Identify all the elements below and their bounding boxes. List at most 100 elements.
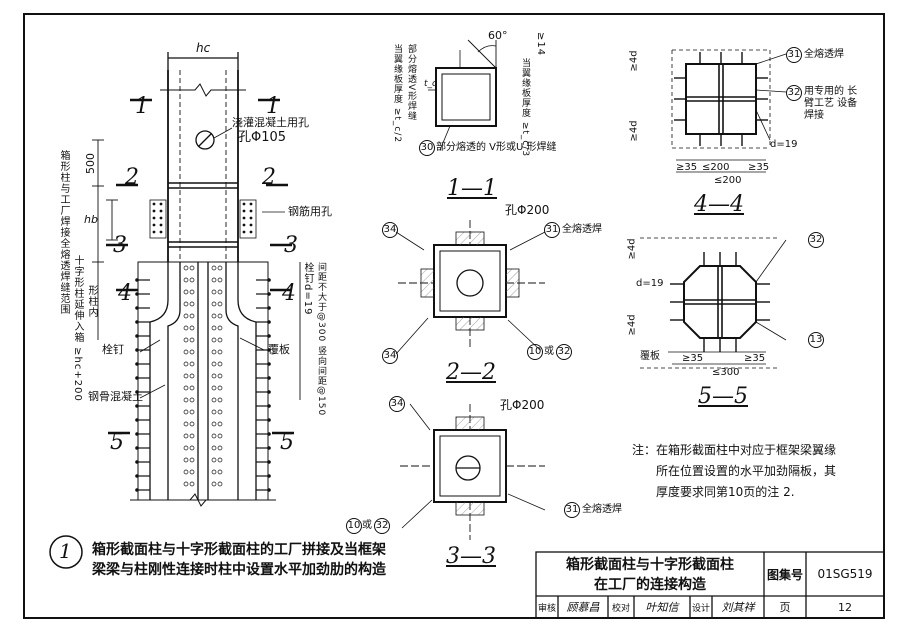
s11-note-a: 当翼缘板厚度 ≥t_c/2 (392, 44, 402, 144)
s44-ref-31: 31 (786, 47, 802, 63)
s44-full-weld-label: 全熔透焊 (804, 49, 844, 60)
stud-pattern (135, 202, 271, 492)
dim-500-label: 500 (84, 153, 97, 174)
s55-cover-label: 覆板 (640, 351, 660, 362)
section-mark-2-left: 2 (125, 165, 139, 190)
pour-hole-label: 浇灌混凝土用孔 (232, 116, 309, 129)
s22-hole-label: 孔Φ200 (505, 203, 550, 217)
review-label: 审核 (537, 603, 556, 614)
angle-60-label: 60° (488, 29, 508, 42)
elevation-view (92, 52, 301, 507)
section-5-5-title: 5—5 (698, 384, 748, 409)
s55-ge35-right: ≥35 (744, 353, 766, 364)
s22-ref-32: 32 (556, 344, 572, 360)
tc-label: t_c (424, 79, 437, 89)
s44-le200-outer: ≤200 (714, 175, 742, 186)
sheet-border (23, 13, 885, 619)
hc-dimension-label: hc (196, 41, 211, 55)
stud-d19-note: 栓钉d=19 (302, 262, 313, 316)
section-4-4 (671, 49, 787, 173)
s44-ref-32: 32 (786, 85, 802, 101)
detail-number-circle (49, 535, 83, 569)
s33-hole-label: 孔Φ200 (500, 398, 545, 412)
vertical-note-extend: 十字形柱延伸入箱 ≥hc+200 (72, 255, 83, 402)
s55-ge4d-bottom: ≥4d (626, 314, 638, 336)
s33-ref-34: 34 (389, 396, 405, 412)
section-1-1 (428, 39, 497, 151)
s33-full-weld-label: 全熔透焊 (582, 504, 622, 515)
s44-ge35-right: ≥35 (748, 162, 770, 173)
section-2-2-title: 2—2 (446, 360, 496, 385)
hb-dimension-label: hb (84, 213, 98, 226)
title-line-1: 箱形截面柱与十字形截面柱 (566, 557, 734, 573)
section-mark-5-right: 5 (280, 430, 294, 455)
page-number: 12 (838, 600, 852, 614)
stud-pattern-4-4 (674, 52, 768, 146)
stud-label: 栓钉 (102, 343, 124, 356)
section-1-1-title: 1—1 (447, 176, 497, 201)
s33-ref-10: 10 (346, 518, 362, 534)
s22-full-weld-label: 全熔透焊 (562, 224, 602, 235)
s33-ref-32: 32 (374, 518, 390, 534)
s11-note-c: 当翼缘板厚度 ≥t_c/3 (520, 58, 530, 158)
section-mark-4-left: 4 (118, 281, 132, 306)
checker-name: 叶知信 (645, 601, 679, 614)
section-mark-5-left: 5 (110, 430, 124, 455)
atlas-no-label: 图集号 (766, 567, 803, 582)
title-line-2: 在工厂的连接构造 (594, 577, 706, 593)
section-mark-3-left: 3 (113, 233, 127, 258)
s44-d19-label: d=19 (770, 139, 798, 150)
detail-number: 1 (59, 539, 72, 563)
s11-note-b: 部分熔透V形焊缝 (406, 44, 416, 122)
note-line-1: 注：在箱形截面柱中对应于框架梁翼缘 (632, 443, 837, 457)
section-3-3-title: 3—3 (446, 544, 496, 569)
section-mark-1-right: 1 (266, 94, 280, 119)
s44-ge35-left: ≥35 (676, 162, 698, 173)
vertical-note-inside: 形柱内 (86, 285, 97, 318)
section-mark-1-left: 1 (135, 94, 149, 119)
caption-line-1: 箱形截面柱与十字形截面柱的工厂拼接及当框架 (92, 542, 386, 558)
section-2-2 (395, 220, 546, 355)
caption-line-2: 梁梁与柱刚性连接时柱中设置水平加劲肋的构造 (92, 562, 386, 578)
reviewer-name: 顾慕昌 (566, 601, 600, 614)
s22-ref-31: 31 (544, 222, 560, 238)
ref-30-text: 部分熔透的 V形或U 形焊缝 (436, 142, 557, 153)
s44-le200-inner: ≤200 (702, 162, 730, 173)
note-line-2: 所在位置设置的水平加劲隔板，其 (656, 464, 837, 478)
cover-plate-label: 覆板 (268, 343, 290, 356)
note-line-3: 厚度要求同第10页的注 2. (656, 485, 795, 499)
section-5-5 (640, 237, 787, 369)
s55-ge35-left: ≥35 (682, 353, 704, 364)
steel-concrete-label: 钢骨混凝土 (88, 390, 143, 403)
dim-ge14-label: ≥14 (535, 32, 546, 57)
s22-ref-34-top: 34 (382, 222, 398, 238)
designer-name: 刘其祥 (721, 601, 755, 614)
s55-ge4d-top: ≥4d (626, 238, 638, 260)
s22-ref-10: 10 (527, 344, 543, 360)
s55-d19-label: d=19 (636, 278, 664, 289)
s22-ref-34-bottom: 34 (382, 348, 398, 364)
s55-le300-label: ≤300 (712, 367, 740, 378)
vertical-note-weld-range: 箱形柱与工厂焊接全熔透焊缝范围 (58, 150, 69, 315)
s55-ref-32: 32 (808, 232, 824, 248)
ref-30-marker: 30 (419, 140, 435, 156)
s44-ge4d-top: ≥4d (628, 50, 640, 72)
s33-ref-31: 31 (564, 502, 580, 518)
section-4-4-title: 4—4 (694, 192, 744, 217)
s22-or: 或 (544, 346, 554, 357)
section-mark-3-right: 3 (284, 233, 298, 258)
stud-pattern-5-5 (670, 252, 770, 352)
s33-or: 或 (362, 520, 372, 531)
page-label: 页 (779, 601, 791, 614)
hole-105-label: 孔Φ105 (238, 130, 287, 145)
section-mark-4-right: 4 (282, 281, 296, 306)
stud-pitch-note: 间距不大于@300 竖向间距@150 (316, 262, 326, 417)
section-3-3 (400, 403, 546, 540)
design-label: 设计 (691, 603, 710, 614)
s55-ref-13: 13 (808, 332, 824, 348)
s44-long-arm-note: 用专用的 长臂工艺 设备焊接 (804, 86, 858, 121)
title-block-lines (535, 551, 885, 619)
bolt-hole-label: 钢筋用孔 (288, 205, 332, 218)
